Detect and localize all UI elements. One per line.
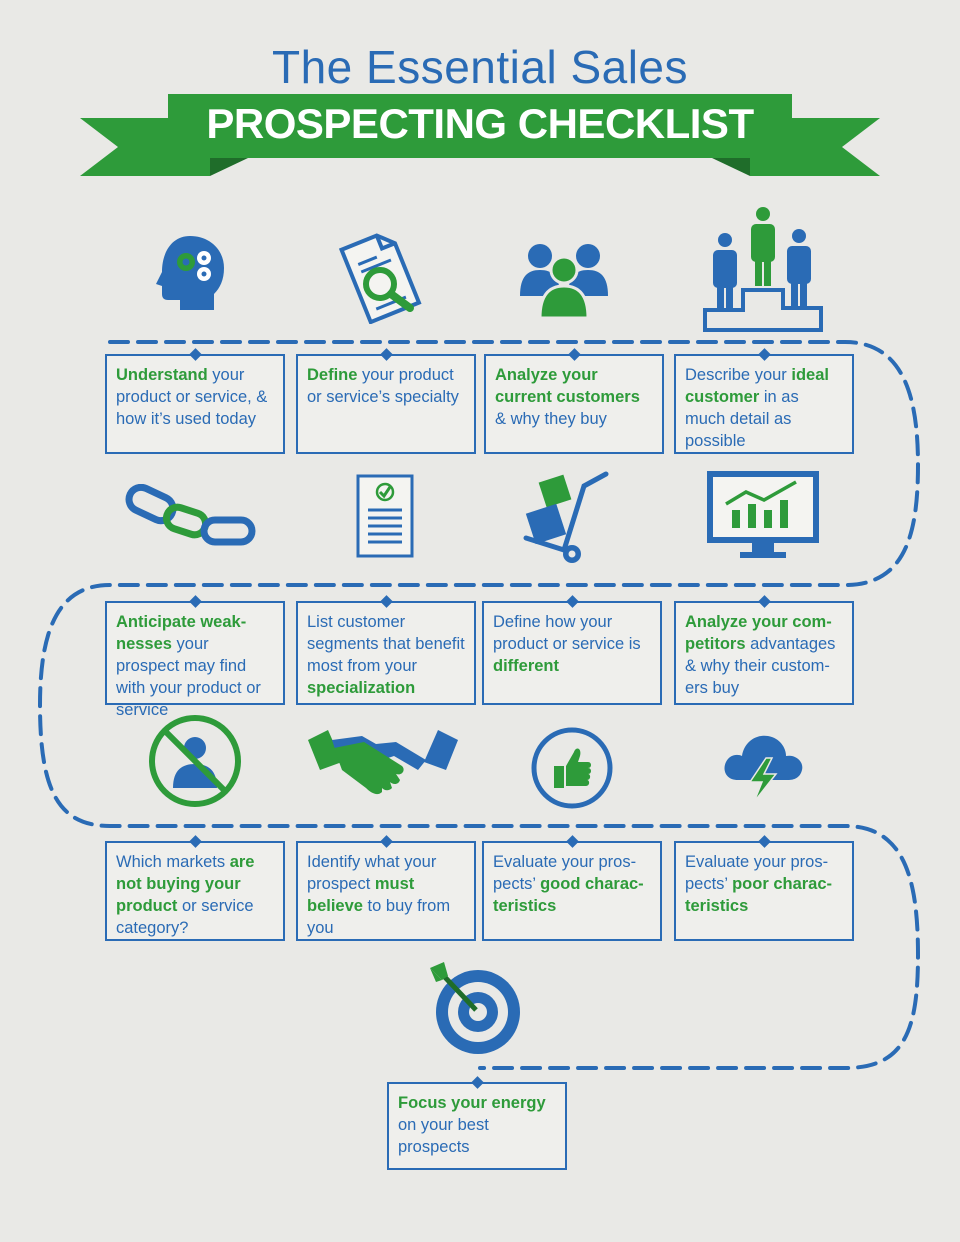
step-box-3: Analyze your current customers & why the… (484, 348, 664, 454)
step-box-13: Focus your energy on your best prospects (387, 1076, 567, 1170)
step-box-2: Define your product or service’s special… (296, 348, 476, 454)
step-box-4: Describe your ideal customer in as much … (674, 348, 854, 454)
brain-gears-icon (156, 236, 224, 310)
checklist-icon (356, 474, 414, 558)
step-box-6: List customer segments that benefit most… (296, 595, 476, 705)
podium-icon (703, 207, 823, 332)
monitor-chart-icon (707, 471, 819, 558)
page-title: The Essential Sales (271, 41, 689, 93)
step-box-9: Which markets are not buying your produc… (105, 835, 285, 941)
banner-ribbon (80, 94, 880, 176)
no-person-icon (149, 715, 241, 807)
thumbs-up-icon (531, 727, 613, 809)
step-box-7: Define how your product or service is di… (482, 595, 662, 705)
step-box-12: Evaluate your pros-pects’ poor charac-te… (674, 835, 854, 941)
banner-title: PROSPECTING CHECKLIST (206, 100, 754, 147)
step-box-1: Understand your product or service, & ho… (105, 348, 285, 454)
step-box-8: Analyze your com-petitors advantages & w… (674, 595, 854, 705)
document-magnifier-icon (338, 233, 422, 324)
step-box-11: Evaluate your pros-pects’ good charac-te… (482, 835, 662, 941)
hand-truck-icon (523, 471, 609, 563)
handshake-icon (308, 730, 458, 795)
cloud-lightning-icon (724, 735, 803, 803)
chain-link-icon (125, 484, 256, 546)
target-arrow-icon (430, 962, 520, 1054)
customers-group-icon (520, 244, 608, 318)
step-box-5: Anticipate weak-nesses your prospect may… (105, 595, 285, 719)
step-box-10: Identify what your prospect must believe… (296, 835, 476, 941)
